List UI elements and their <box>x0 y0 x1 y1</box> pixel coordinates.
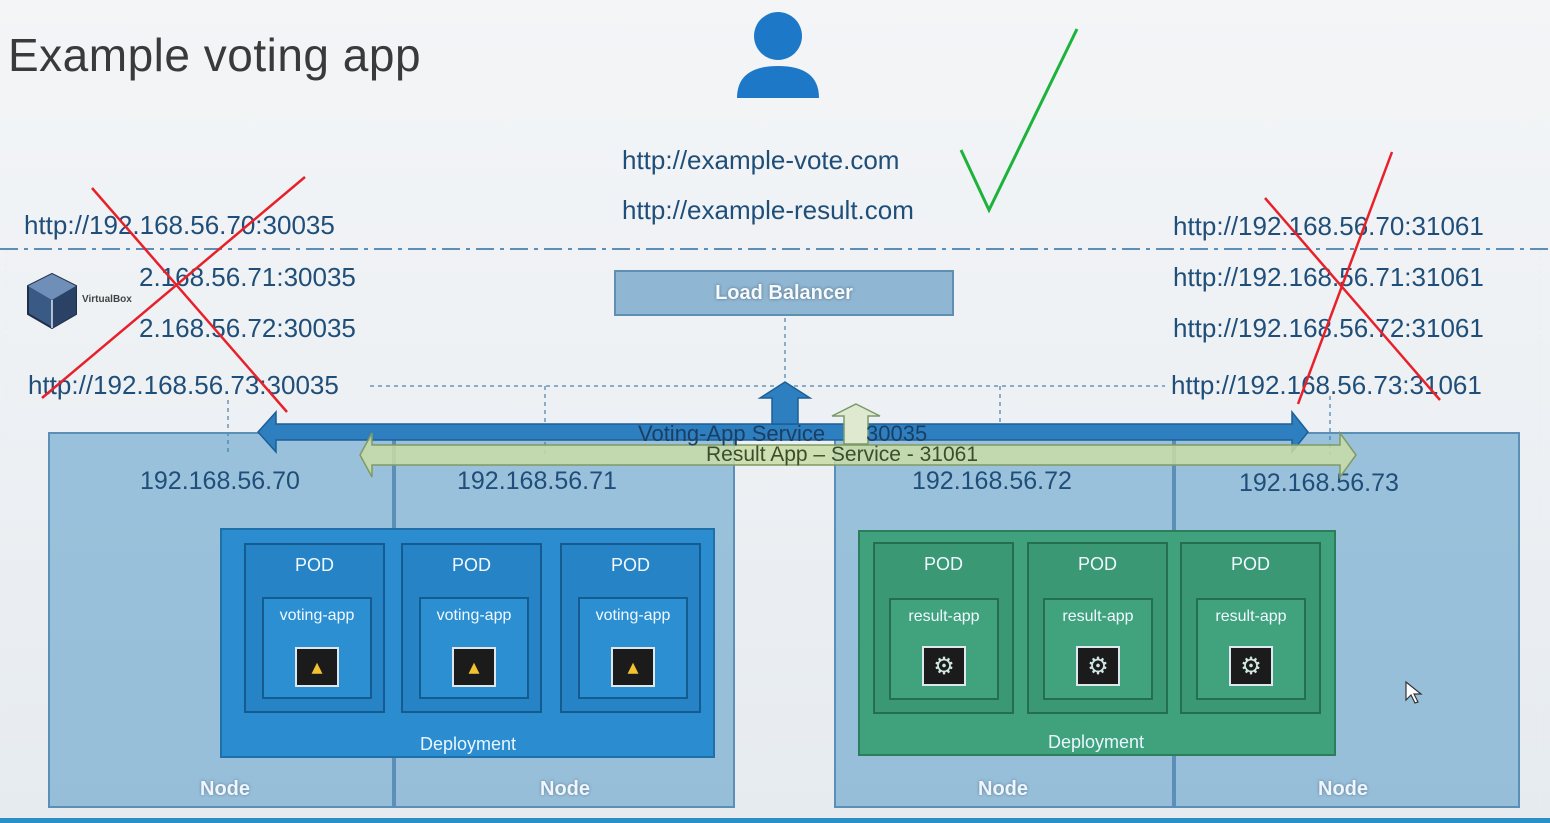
container-label: voting-app <box>595 607 671 624</box>
cross-icon <box>41 176 306 399</box>
dotnet-icon: ⚙ <box>1076 646 1120 686</box>
container-label: result-app <box>1062 608 1134 625</box>
voting-app-container: voting-app ▴ <box>419 597 529 699</box>
result-pod-2: POD result-app ⚙ <box>1027 542 1168 714</box>
voting-service-arrow <box>256 409 1309 455</box>
deployment-label: Deployment <box>1048 732 1145 752</box>
load-balancer: Load Balancer <box>614 270 954 316</box>
dotnet-icon: ⚙ <box>922 646 966 686</box>
pod-label: POD <box>610 555 650 575</box>
checkmark-icon <box>959 28 1079 214</box>
virtualbox-logo: VirtualBox <box>26 272 136 330</box>
container-label: result-app <box>908 608 980 625</box>
node-label: Node <box>540 778 590 800</box>
dotnet-icon: ⚙ <box>1229 646 1273 686</box>
voting-pod-2: POD voting-app ▴ <box>401 543 542 713</box>
node-label: Node <box>1318 778 1368 800</box>
cross-icon <box>91 187 288 413</box>
result-pod-1: POD result-app ⚙ <box>873 542 1014 714</box>
left-url-72[interactable]: 2.168.56.72:30035 <box>139 313 356 343</box>
node-ip-71: 192.168.56.71 <box>457 467 617 495</box>
user-icon <box>737 12 819 98</box>
result-service-label: Result App – Service - 31061 <box>706 443 978 466</box>
result-app-container: result-app ⚙ <box>889 598 999 700</box>
node-ip-73: 192.168.56.73 <box>1239 469 1399 497</box>
deployment-label: Deployment <box>420 734 517 754</box>
result-service-up-arrow <box>831 403 881 445</box>
result-app-container: result-app ⚙ <box>1196 598 1306 700</box>
voting-app-container: voting-app ▴ <box>262 597 372 699</box>
voting-service-label: Voting-App Service <box>638 421 826 446</box>
voting-pod-1: POD voting-app ▴ <box>244 543 385 713</box>
result-service-arrow <box>359 430 1357 480</box>
cross-icon <box>1296 151 1394 405</box>
right-url-70[interactable]: http://192.168.56.70:31061 <box>1173 211 1484 241</box>
right-url-73[interactable]: http://192.168.56.73:31061 <box>1171 370 1482 400</box>
right-url-71[interactable]: http://192.168.56.71:31061 <box>1173 262 1484 292</box>
pod-label: POD <box>1077 554 1117 574</box>
cross-icon <box>1264 197 1441 401</box>
mouse-cursor-icon <box>1405 680 1423 704</box>
pod-label: POD <box>923 554 963 574</box>
page-title: Example voting app <box>8 29 422 81</box>
voting-pod-3: POD voting-app ▴ <box>560 543 701 713</box>
bottom-edge-bar <box>0 818 1550 823</box>
result-domain-url[interactable]: http://example-result.com <box>622 195 914 225</box>
pod-label: POD <box>294 555 334 575</box>
result-pod-3: POD result-app ⚙ <box>1180 542 1321 714</box>
voting-app-container: voting-app ▴ <box>578 597 688 699</box>
vote-domain-url[interactable]: http://example-vote.com <box>622 145 900 175</box>
pod-label: POD <box>1230 554 1270 574</box>
container-label: result-app <box>1215 608 1287 625</box>
right-url-72[interactable]: http://192.168.56.72:31061 <box>1173 313 1484 343</box>
python-icon: ▴ <box>452 647 496 687</box>
result-app-container: result-app ⚙ <box>1043 598 1153 700</box>
virtualbox-icon <box>27 272 77 330</box>
node-ip-72: 192.168.56.72 <box>912 467 1072 495</box>
node-label: Node <box>978 778 1028 800</box>
pod-label: POD <box>451 555 491 575</box>
voting-service-port: 30035 <box>866 421 928 446</box>
left-url-70[interactable]: http://192.168.56.70:30035 <box>24 210 335 240</box>
node-label: Node <box>200 778 250 800</box>
voting-service-up-arrow <box>757 381 813 425</box>
python-icon: ▴ <box>611 647 655 687</box>
node-ip-70: 192.168.56.70 <box>140 467 300 495</box>
container-label: voting-app <box>436 607 512 624</box>
container-label: voting-app <box>279 607 355 624</box>
virtualbox-label: VirtualBox <box>82 294 132 305</box>
python-icon: ▴ <box>295 647 339 687</box>
network-boundary-line <box>0 248 1550 250</box>
left-url-73[interactable]: http://192.168.56.73:30035 <box>28 370 339 400</box>
